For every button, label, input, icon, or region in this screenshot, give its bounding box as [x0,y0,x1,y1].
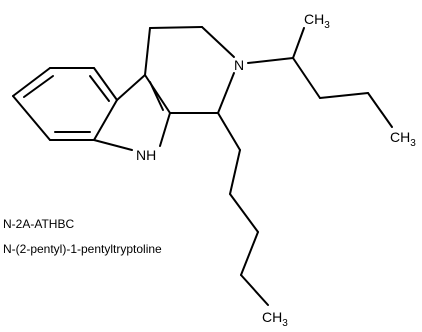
double-bond-inner [23,75,54,98]
bond [367,92,393,128]
methyl-right-label: CH3 [390,129,416,149]
compound-name: N-(2-pentyl)-1-pentyltryptoline [3,242,162,256]
bond [217,72,235,114]
nh-label: NH [136,147,156,163]
methyl-bottom-label: CH3 [262,309,288,329]
bond [217,112,241,151]
bond [229,149,241,195]
bond [247,57,294,64]
bond [144,74,171,114]
bond [93,99,118,141]
pentyl-chain [217,112,269,306]
bond [240,231,259,276]
pentan-2-yl-chain [247,27,393,128]
benzene-ring [12,67,118,141]
bond [229,193,259,233]
bond [319,92,369,99]
pyrrole-ring [93,74,171,151]
double-bond-inner [89,75,110,102]
bond [201,26,235,58]
bond [240,274,269,306]
bond [12,95,51,141]
bond [292,57,321,99]
double-bond-inner [149,81,164,111]
bond [93,139,133,151]
bond [159,112,171,147]
piperidine-ring [144,26,235,114]
bond [12,67,51,97]
bond [149,26,203,29]
bond [93,67,118,101]
bond [144,27,151,76]
nitrogen-label: N [234,57,244,73]
methyl-top-label: CH3 [304,11,330,31]
bond [292,27,305,59]
bond [116,74,146,101]
compound-abbreviation: N-2A-ATHBC [3,217,75,231]
